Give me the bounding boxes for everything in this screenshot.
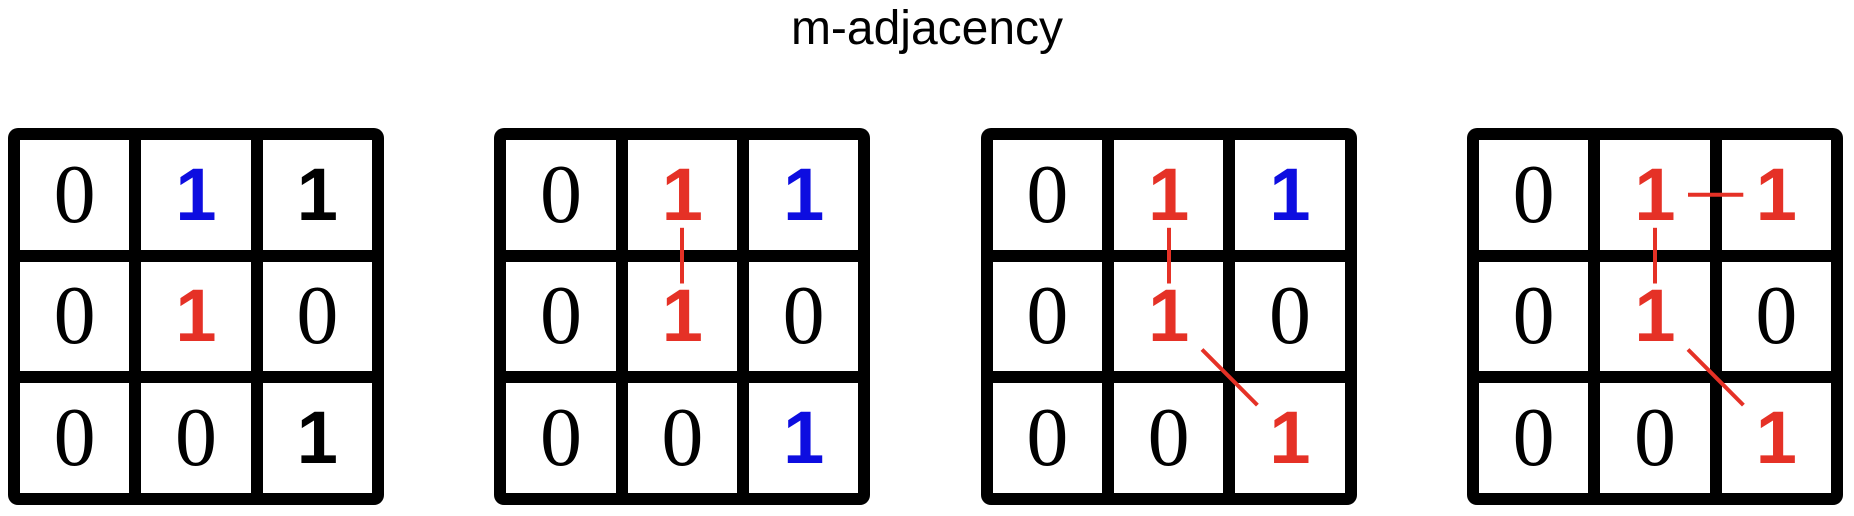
cell-value: 0: [1633, 391, 1676, 485]
cell-value: 0: [782, 269, 825, 363]
grid-1-cell-r1c1: 1: [141, 261, 251, 372]
cell-value: 1: [1634, 152, 1676, 236]
cell-value: 0: [1026, 147, 1069, 241]
grid-2-cell-r0c2: 1: [748, 140, 859, 250]
cell-value: 1: [661, 274, 703, 358]
grid-2-cell-r1c2: 0: [748, 261, 859, 372]
cell-value: 0: [1512, 391, 1555, 485]
cell-value: 1: [1755, 396, 1797, 480]
grid-3-cell-r1c2: 0: [1235, 261, 1345, 372]
cell-value: 1: [1269, 396, 1311, 480]
grid-1-cell-r0c0: 0: [20, 140, 130, 250]
cell-value: 0: [53, 147, 96, 241]
grid-2-cell-r0c1: 1: [627, 140, 737, 250]
grid-4-cell-r2c1: 0: [1600, 383, 1710, 493]
grid-1-cell-r1c0: 0: [20, 261, 130, 372]
cell-value: 0: [1026, 391, 1069, 485]
grid-4-cell-r2c2: 1: [1721, 383, 1831, 493]
cell-value: 0: [1755, 269, 1798, 363]
cell-value: 0: [53, 269, 96, 363]
cell-value: 1: [783, 152, 825, 236]
cell-value: 1: [296, 396, 338, 480]
grid-3-cell-r1c1: 1: [1113, 261, 1224, 372]
grid-2-cell-r1c1: 1: [627, 261, 737, 372]
figure-title: m-adjacency: [790, 2, 1064, 55]
grid-3-cell-r2c0: 0: [992, 383, 1102, 493]
cell-value: 0: [1147, 391, 1190, 485]
cell-value: 0: [1026, 269, 1069, 363]
grid-1-cell-r1c2: 0: [262, 261, 372, 372]
cell-value: 1: [783, 396, 825, 480]
grid-2-cell-r2c2: 1: [748, 383, 859, 493]
grid-3-cell-r2c1: 0: [1113, 383, 1224, 493]
cell-value: 0: [1512, 269, 1555, 363]
grid-4-cell-r2c0: 0: [1478, 383, 1589, 493]
cell-value: 0: [296, 269, 339, 363]
cell-value: 1: [661, 152, 703, 236]
grid-4-cell-r0c1: 1: [1600, 140, 1710, 250]
grid-3-cell-r0c2: 1: [1235, 140, 1345, 250]
cell-value: 1: [1634, 274, 1676, 358]
grid-1-cell-r0c1: 1: [141, 140, 251, 250]
cell-value: 0: [661, 391, 704, 485]
grid-1-cell-r2c0: 0: [20, 383, 130, 493]
cell-value: 0: [539, 147, 582, 241]
grid-2-cell-r0c0: 0: [506, 140, 616, 250]
cell-value: 0: [53, 391, 96, 485]
cell-value: 1: [175, 152, 217, 236]
grid-4-cell-r1c1: 1: [1600, 261, 1710, 372]
grid-3-cell-r1c0: 0: [992, 261, 1102, 372]
cell-value: 1: [1269, 152, 1311, 236]
grid-3-cell-r2c2: 1: [1235, 383, 1345, 493]
grid-2-cell-r2c1: 0: [627, 383, 737, 493]
cell-value: 1: [1755, 152, 1797, 236]
grid-2-cell-r2c0: 0: [506, 383, 616, 493]
cell-value: 1: [1148, 274, 1190, 358]
grid-4-cell-r0c2: 1: [1721, 140, 1831, 250]
cell-value: 1: [296, 152, 338, 236]
cell-value: 1: [175, 274, 217, 358]
grid-2-cell-r1c0: 0: [506, 261, 616, 372]
cell-value: 0: [539, 391, 582, 485]
cell-value: 0: [539, 269, 582, 363]
grid-1-cell-r2c1: 0: [141, 383, 251, 493]
grid-1-cell-r0c2: 1: [262, 140, 372, 250]
grid-3-cell-r0c0: 0: [992, 140, 1102, 250]
grid-4-cell-r1c0: 0: [1478, 261, 1589, 372]
grid-1-cell-r2c2: 1: [262, 383, 372, 493]
cell-value: 0: [174, 391, 217, 485]
grid-3-cell-r0c1: 1: [1113, 140, 1224, 250]
grid-4-cell-r1c2: 0: [1721, 261, 1831, 372]
grid-4-cell-r0c0: 0: [1478, 140, 1589, 250]
cell-value: 1: [1148, 152, 1190, 236]
cell-value: 0: [1268, 269, 1311, 363]
cell-value: 0: [1512, 147, 1555, 241]
